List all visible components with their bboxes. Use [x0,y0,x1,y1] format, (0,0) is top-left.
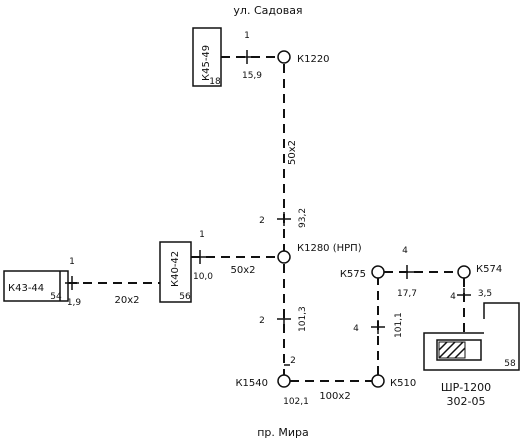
cable-k1220-k1280: 50х2 [287,140,298,165]
mark-k4042-len: 10,0 [193,272,213,282]
well-k1540-label: К1540 [235,378,268,389]
mark-k1540-count: 2 [290,356,296,366]
cabinet-sub: 302-05 [447,395,486,408]
cable-k4042-k1280: 50х2 [230,265,255,276]
mark-k1540: 2 102,1 [283,356,309,407]
well-k1280: К1280 (НРП) [277,243,362,264]
block-k4344-name: К43-44 [8,283,44,294]
mark-k4344-len: 1,9 [67,298,82,308]
mark-k575-len: 17,7 [397,289,417,299]
mark-k510: 4 101,1 [353,312,404,338]
block-k4042: К40-42 56 [159,241,192,303]
street-top-label: ул. Садовая [233,4,302,17]
block-k4042-floors: 56 [179,292,191,302]
mark-k1280-up-count: 2 [259,216,265,226]
cabinet-name: ШР-1200 [441,381,491,394]
well-k510-label: К510 [390,378,416,389]
mark-k4042-count: 1 [199,230,205,240]
well-k574: К574 [457,264,502,279]
block-k4549-floors: 18 [209,77,221,87]
mark-k4344-count: 1 [69,257,75,267]
cable-k1540-k510: 100х2 [319,391,350,402]
mark-k4549-count: 1 [244,31,250,41]
block-k4549: К45-49 18 [192,27,222,87]
mark-k4549-len: 15,9 [242,71,262,81]
well-k1220: К1220 [277,50,330,65]
cable-k4344-k4042: 20х2 [114,295,139,306]
mark-k1280-down: 2 101,3 [259,306,308,332]
mark-k574-len: 3,5 [478,289,492,299]
street-bottom-label: пр. Мира [257,426,309,439]
mark-k1280-down-count: 2 [259,316,265,326]
block-k4344-floors: 54 [50,292,62,302]
block-k4042-name: К40-42 [170,251,181,287]
well-k575: К575 [340,265,385,280]
mark-k4344: 1 1,9 [65,257,81,308]
well-k1220-label: К1220 [297,54,330,65]
cabinet-floors: 58 [504,359,516,369]
mark-k575-count: 4 [402,246,408,256]
well-k510: К510 [371,374,416,389]
mark-k575: 4 17,7 [397,246,417,299]
mark-k1540-len: 102,1 [283,397,309,407]
mark-k4042: 1 10,0 [193,230,213,282]
mark-k1280-down-len: 101,3 [298,306,308,332]
block-k4344: К43-44 54 [3,270,69,302]
mark-k1280-up: 2 93,2 [259,208,308,228]
block-k4549-name: К45-49 [201,45,212,81]
well-k574-label: К574 [476,264,502,275]
well-k1280-label: К1280 (НРП) [297,243,362,254]
well-k1540: К1540 [235,374,291,389]
distribution-cabinet: 58 ШР-1200 302-05 [423,302,520,408]
mark-k510-count: 4 [353,324,359,334]
well-k575-label: К575 [340,269,366,280]
cabinet-hatch-icon [438,341,466,359]
mark-k574: 4 3,5 [450,288,492,302]
mark-k574-count: 4 [450,292,456,302]
mark-k510-len: 101,1 [394,312,404,338]
mark-k1280-up-len: 93,2 [298,208,308,228]
mark-k4549: 1 15,9 [240,31,262,81]
